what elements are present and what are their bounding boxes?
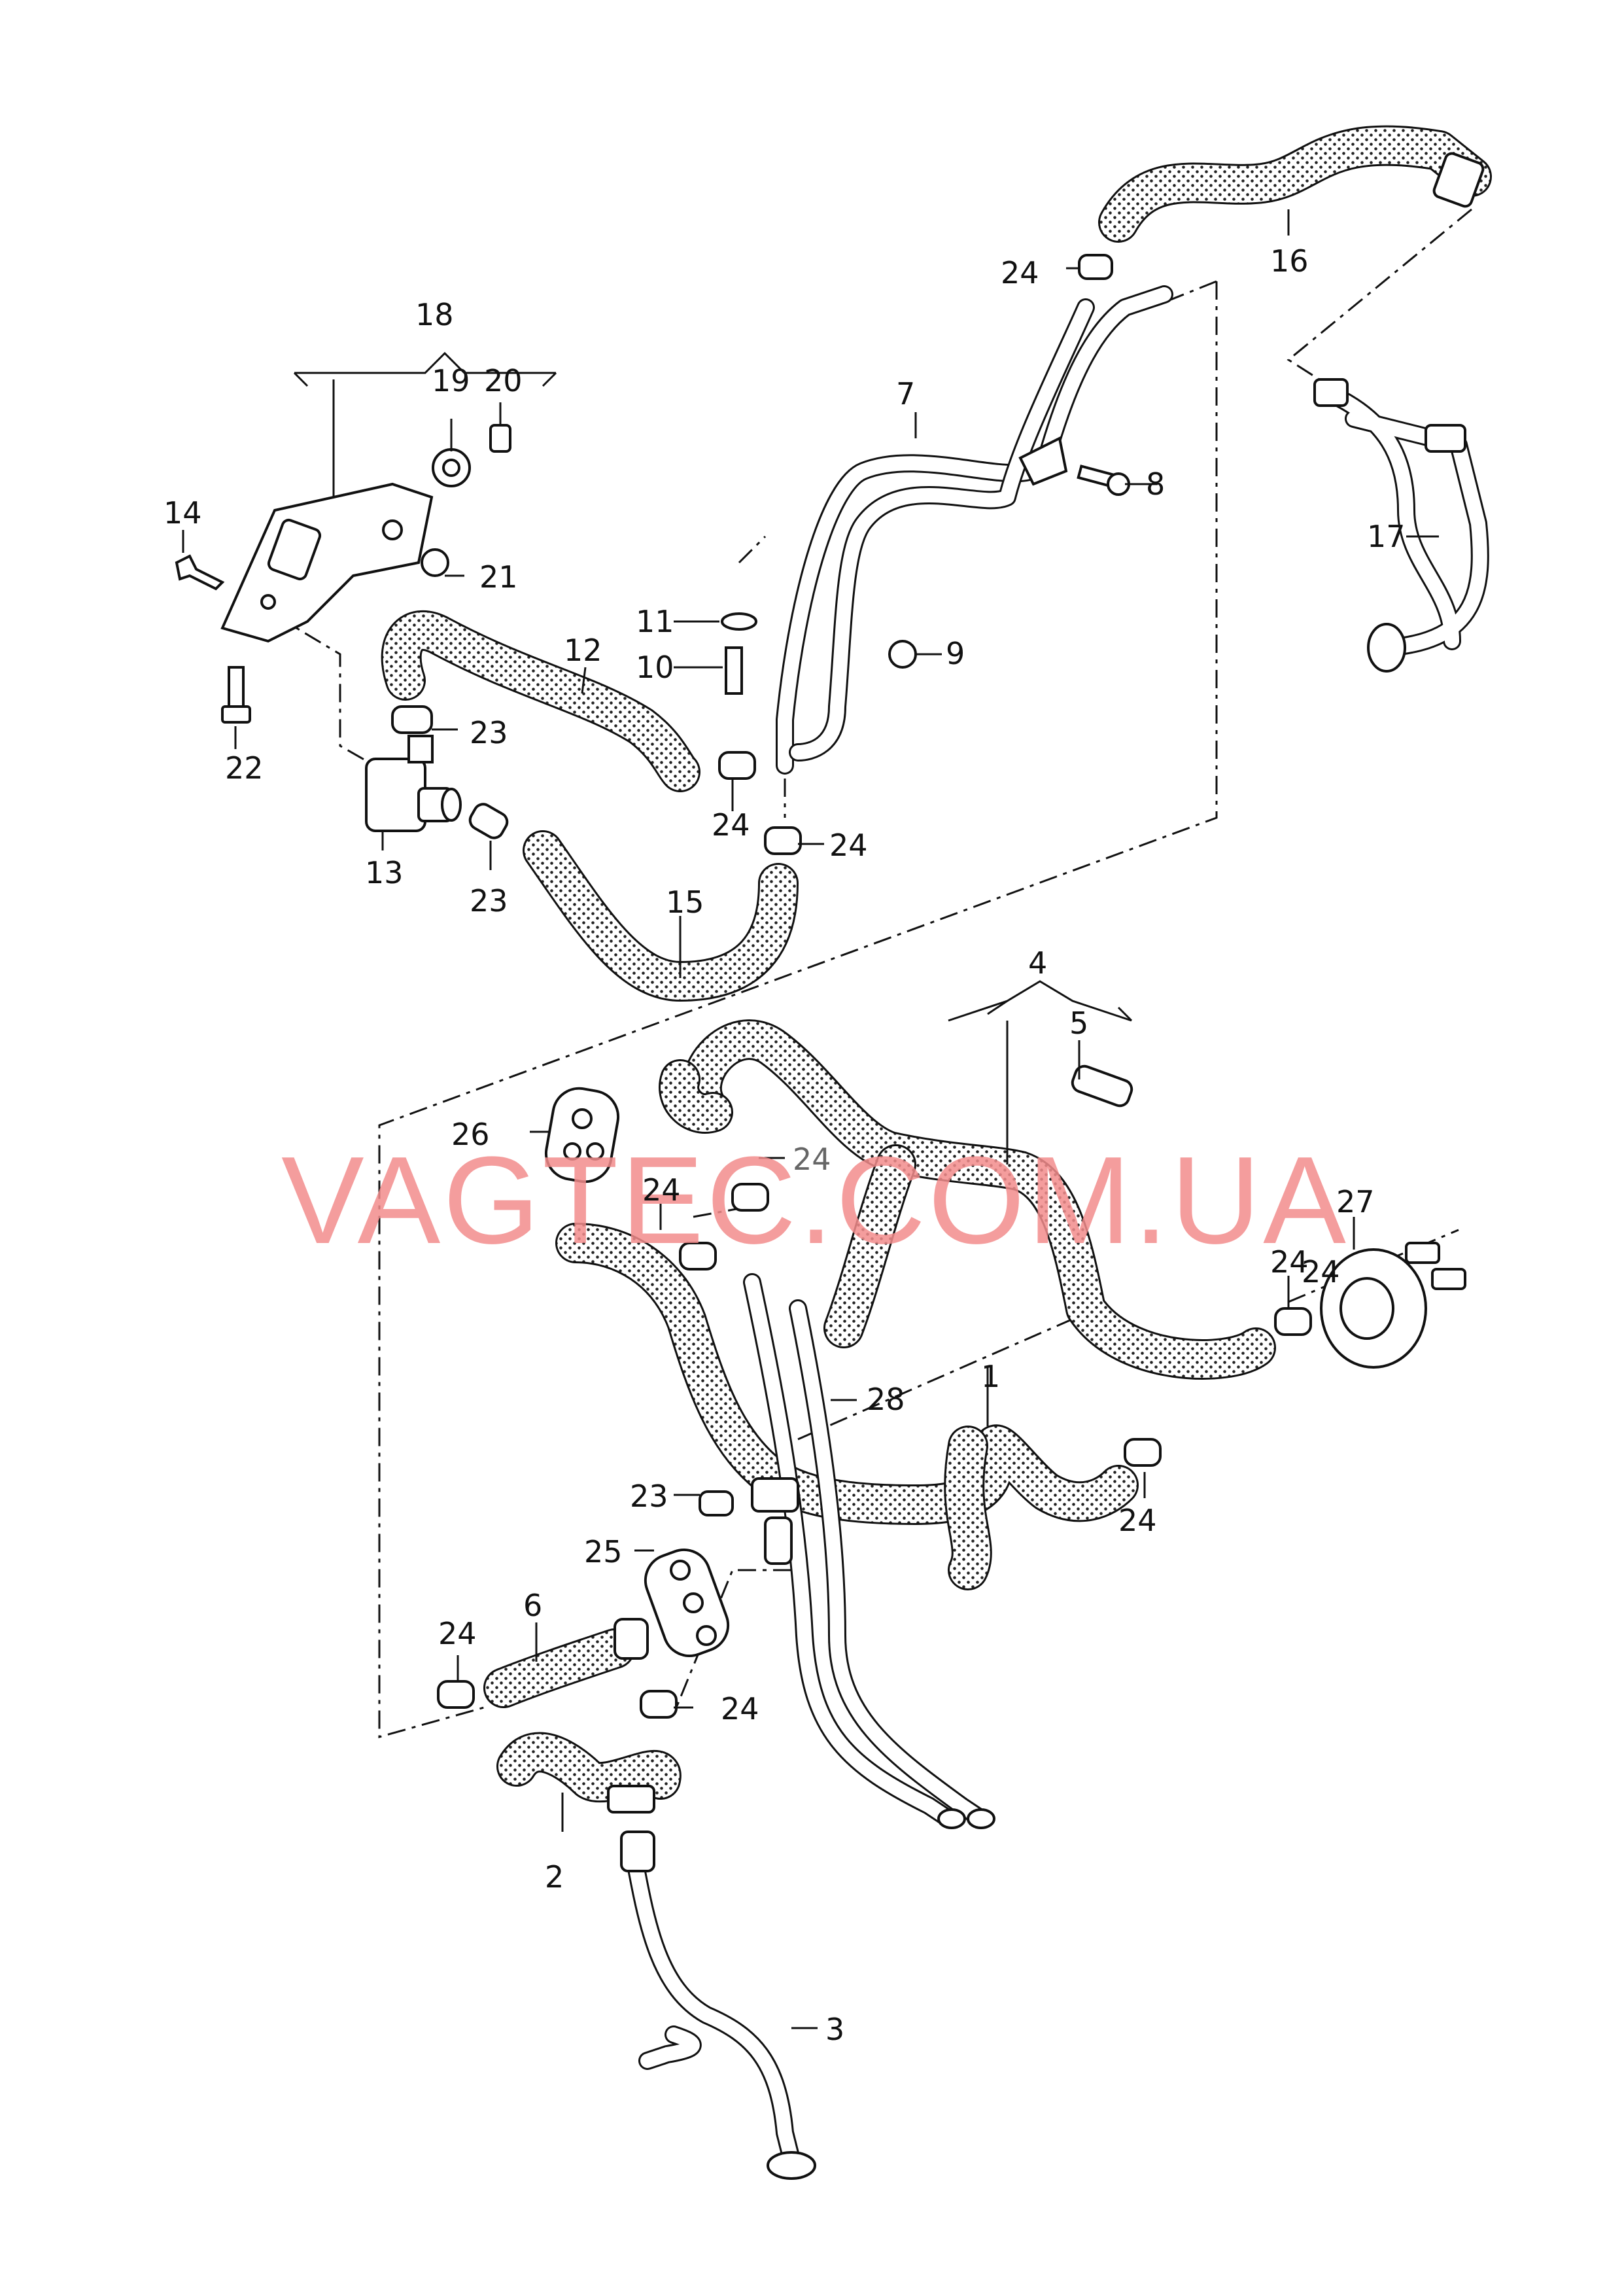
callout-2: 2 [545,1859,564,1895]
hose-2 [496,1732,682,1813]
watermark-text: VAGTEC.COM.UA [281,1131,1349,1270]
clamp-24-b [764,826,802,855]
connector-tee [751,1477,799,1565]
callout-24-e: 24 [642,1172,681,1208]
clamp-24-g [437,1680,475,1709]
callout-23-b: 23 [470,883,508,919]
hose-1 [555,1223,1139,1590]
clamp-24-c [731,1183,769,1212]
callout-28: 28 [867,1382,905,1417]
callout-21: 21 [479,559,518,595]
callout-10: 10 [636,650,674,685]
callout-26: 26 [451,1117,490,1152]
bolt-22 [221,666,251,724]
callout-6: 6 [523,1588,542,1623]
pipe-17 [1313,378,1489,673]
callout-17: 17 [1367,519,1406,554]
gasket-26 [544,1087,620,1183]
callout-22: 22 [225,750,264,786]
callout-24-c: 24 [829,828,868,863]
leader-lines [182,209,1439,2029]
callout-24-h: 24 [438,1616,477,1651]
callout-11: 11 [636,604,674,639]
callout-3: 3 [825,2012,844,2047]
bolt-8 [1077,464,1130,496]
callout-23-c: 23 [630,1479,668,1514]
callout-24-j: 24 [1302,1254,1340,1289]
clamp-24-a [718,751,756,780]
callout-24-i: 24 [721,1691,759,1726]
grommet-19 [432,448,471,487]
callout-12: 12 [564,633,602,668]
clamp-24-f [1124,1438,1162,1467]
callout-24-a: 24 [1001,255,1039,290]
callout-16: 16 [1270,243,1309,279]
callout-27: 27 [1336,1184,1375,1219]
callout-14: 14 [164,495,202,531]
hose-6 [483,1618,649,1708]
pipe-28 [743,1273,995,1829]
callout-9: 9 [946,636,965,671]
clamp-23-upper [391,705,433,734]
clamp-24-e [1274,1307,1312,1336]
callout-24-b: 24 [712,807,750,843]
clamp-24-h [640,1690,678,1719]
flange-27 [1320,1242,1466,1369]
bolt-14 [175,554,225,591]
callout-8: 8 [1146,466,1165,502]
pipe-3 [620,1831,816,2180]
pipe-7 [776,285,1173,775]
callout-24-d: 24 [793,1142,831,1177]
callout-18: 18 [415,297,454,332]
hose-15 [523,830,799,1002]
hose-12 [381,610,700,792]
clamp-23-low [699,1490,734,1516]
clamp-24-top [1078,254,1113,280]
hose-16 [1098,125,1492,243]
callout-24-g: 24 [1118,1503,1157,1538]
callout-4: 4 [1028,945,1047,981]
callout-19: 19 [432,363,470,398]
valve-13 [365,735,462,832]
callout-1: 1 [981,1359,1000,1394]
hose-4 [659,1019,1276,1380]
washer-11 [721,612,757,631]
callout-20: 20 [484,363,523,398]
clamp-24-d [679,1242,717,1270]
nut-9 [888,640,917,669]
flange-25 [644,1548,730,1658]
callout-13: 13 [365,855,404,890]
callout-24-f: 24 [1270,1244,1309,1280]
clip-5 [1071,1064,1133,1108]
nut-21 [421,548,449,577]
clamp-23-mid [468,803,509,839]
assembly-outline-upper [378,280,1218,1738]
callout-23-a: 23 [470,715,508,750]
bracket-18 [220,482,434,643]
callout-15: 15 [666,885,704,920]
callout-5: 5 [1069,1006,1088,1041]
callout-7: 7 [896,376,915,412]
callout-25: 25 [584,1534,623,1569]
bolt-20 [489,424,511,453]
bolt-10 [725,646,743,695]
